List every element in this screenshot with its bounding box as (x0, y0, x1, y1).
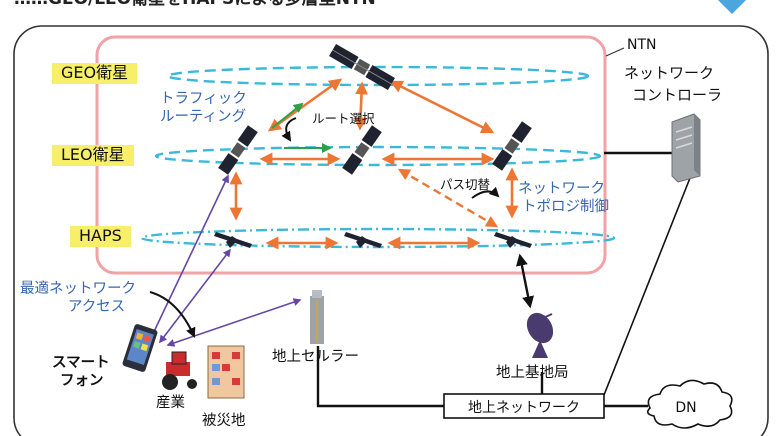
link-geo-leo1 (267, 78, 343, 132)
geo-satellite-icon (329, 43, 395, 91)
traffic-routing-label-1: トラフィック (160, 91, 247, 107)
path-switch-label: パス切替 (440, 177, 491, 192)
topology-control-label-2: トポロジ制御 (522, 199, 609, 215)
smartphone-label-1: スマート (52, 355, 110, 371)
route-select-label: ルート選択 (312, 111, 375, 126)
haps-aircraft-1-icon (214, 232, 252, 248)
ground-network-box (443, 393, 605, 419)
controller-label-line2: コントローラ (632, 86, 723, 104)
route-select-arc (281, 117, 297, 142)
leo-satellite-3-icon (492, 121, 532, 171)
controller-label-line1: ネットワーク (624, 64, 715, 82)
link-haps-groundstation (515, 253, 535, 309)
outer-frame (13, 25, 769, 436)
topology-control-label-1: ネットワーク (518, 181, 605, 197)
cellular-label: 地上セルラー (272, 349, 359, 365)
leo-orbit (154, 145, 602, 167)
wire-cellular-groundnet (316, 346, 444, 408)
path-switch-arc (471, 186, 500, 199)
ground-station-label: 地上基地局 (496, 365, 569, 381)
industry-label: 産業 (156, 395, 185, 411)
traffic-routing-label-2: ルーティング (160, 109, 247, 125)
haps-layer-tag: HAPS (70, 226, 131, 247)
smartphone-icon (122, 324, 158, 372)
dn-cloud-icon (646, 379, 733, 429)
link-phone-leo (149, 174, 229, 342)
dn-label: DN (675, 400, 696, 416)
tractor-icon (162, 351, 197, 390)
optimal-access-label-2: アクセス (68, 299, 126, 315)
link-geo-leo3 (389, 80, 495, 134)
link-leo-haps-dashed (397, 168, 499, 228)
link-controller-ground (603, 177, 691, 396)
smartphone-label-2: フォン (60, 373, 104, 389)
leo-layer-tag: LEO衛星 (52, 145, 134, 166)
access-select-arc (149, 291, 196, 338)
ntn-leader-line (605, 47, 625, 57)
routing-arrow-up (271, 102, 304, 129)
leo-satellite-2-icon (342, 125, 382, 175)
geo-orbit (166, 65, 590, 87)
haps-aircraft-2-icon (344, 232, 382, 248)
optimal-access-label-1: 最適ネットワーク (20, 281, 136, 297)
ground-network-label: 地上ネットワーク (468, 400, 580, 416)
cellular-tower-icon (310, 290, 324, 344)
geo-layer-tag: GEO衛星 (52, 63, 138, 84)
disaster-area-label: 被災地 (202, 413, 246, 429)
header-down-arrow-icon (718, 0, 746, 14)
disaster-building-icon (207, 345, 245, 399)
header-title: ……GEO/LEO衛星をHAPSによる多層型NTN (14, 0, 376, 9)
ntn-label: NTN (627, 37, 657, 53)
leo-satellite-1-icon (218, 125, 258, 175)
link-geo-leo2 (353, 81, 369, 131)
haps-aircraft-3-icon (494, 232, 532, 248)
network-controller-server-icon (671, 113, 701, 183)
ground-station-dish-icon (526, 312, 554, 358)
